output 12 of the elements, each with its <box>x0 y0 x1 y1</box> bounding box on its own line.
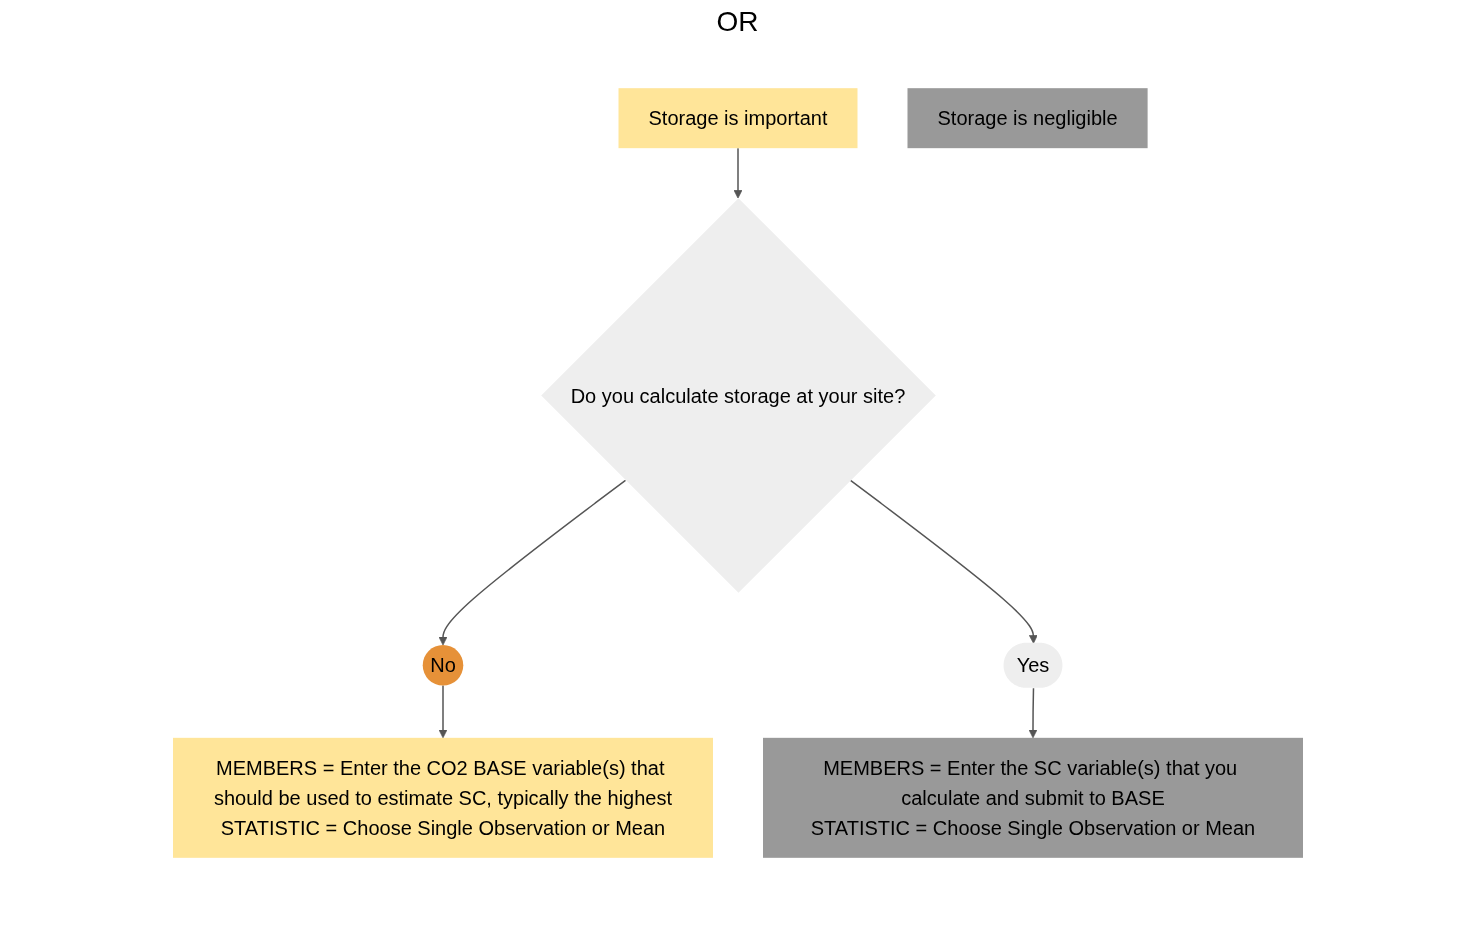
node-box: MEMBERS = Enter the SC variable(s) that you calculate and submit to BASE STATISTIC = Choose Single Observation or Mean <box>762 737 1303 858</box>
arrow <box>438 479 626 646</box>
node-box: Storage is important <box>618 88 857 149</box>
arrow <box>1028 687 1037 739</box>
arrow <box>438 684 447 739</box>
arrow <box>849 479 1038 644</box>
connector-word: OR <box>716 6 759 37</box>
node-box: MEMBERS = Enter the CO2 BASE variable(s) that should be used to estimate SC, typically the highest STATISTIC = Choose Single Observation or Mean <box>172 737 713 858</box>
arrow <box>733 147 742 199</box>
node-box: Storage is negligible <box>907 88 1148 149</box>
node-circle: No <box>422 645 463 686</box>
node-diamond: Do you calculate storage at your site? <box>540 198 936 593</box>
